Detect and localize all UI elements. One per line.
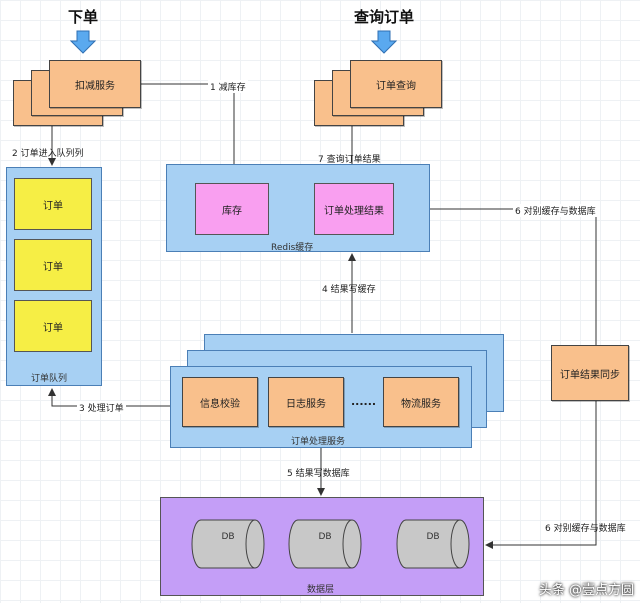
step-6b-label: 6 对别缓存与数据库	[545, 524, 626, 534]
step-6a-label: 6 对别缓存与数据库	[513, 204, 598, 217]
order-processing-label: 订单处理服务	[291, 437, 346, 447]
data-layer: DB DB DB 数据层	[160, 497, 484, 596]
deduct-service-label: 扣减服务	[75, 80, 115, 92]
deduct-service: 扣减服务	[49, 60, 141, 108]
queue-order-item: 订单	[14, 178, 92, 230]
order-result-sync-service: 订单结果同步	[551, 345, 629, 401]
step-3-label: 3 处理订单	[77, 401, 126, 414]
database-cylinder: DB	[191, 518, 265, 570]
arrow-sync-to-datalayer	[485, 401, 597, 549]
log-service-label: 日志服务	[286, 398, 326, 410]
order-queue-label: 订单队列	[31, 374, 68, 384]
step-2-label: 2 订单进入队列列	[12, 149, 84, 159]
more-services-ellipsis: ......	[351, 395, 377, 408]
redis-stock: 库存	[195, 183, 269, 235]
logistics-service: 物流服务	[383, 377, 459, 427]
queue-order-item: 订单	[14, 239, 92, 291]
info-validate-service: 信息校验	[182, 377, 258, 427]
redis-cache-label: Redis缓存	[271, 243, 314, 253]
redis-cache: 库存 订单处理结果 Redis缓存	[166, 164, 430, 253]
order-result-sync-label: 订单结果同步	[560, 369, 620, 381]
step-1-label: 1 减库存	[208, 80, 248, 93]
title-place-order: 下单	[68, 8, 99, 26]
logistics-service-label: 物流服务	[401, 398, 441, 410]
data-layer-label: 数据层	[307, 585, 335, 595]
redis-order-result: 订单处理结果	[314, 183, 394, 235]
query-service: 订单查询	[350, 60, 442, 108]
blue-down-arrow-icon	[371, 30, 397, 54]
database-cylinder: DB	[396, 518, 470, 570]
arrow-processing-to-queue	[48, 388, 170, 407]
info-validate-label: 信息校验	[200, 398, 240, 410]
database-icon	[288, 519, 362, 569]
blue-down-arrow-icon	[70, 30, 96, 54]
database-label: DB	[221, 532, 235, 542]
database-icon	[396, 519, 470, 569]
queue-order-item: 订单	[14, 300, 92, 352]
database-label: DB	[426, 532, 440, 542]
title-query-order: 查询订单	[354, 8, 415, 26]
query-service-label: 订单查询	[376, 80, 416, 92]
step-7-label: 7 查询订单结果	[318, 155, 381, 165]
log-service: 日志服务	[268, 377, 344, 427]
step-5-label: 5 结果写数据库	[287, 469, 350, 479]
database-cylinder: DB	[288, 518, 362, 570]
order-queue: 订单 订单 订单 订单队列	[6, 167, 102, 386]
database-label: DB	[318, 532, 332, 542]
order-processing-service: 信息校验 日志服务 ...... 物流服务 订单处理服务	[170, 366, 472, 448]
step-4-label: 4 结果写缓存	[322, 285, 376, 295]
database-icon	[191, 519, 265, 569]
watermark: 头条 @壹点方圆	[538, 583, 634, 598]
